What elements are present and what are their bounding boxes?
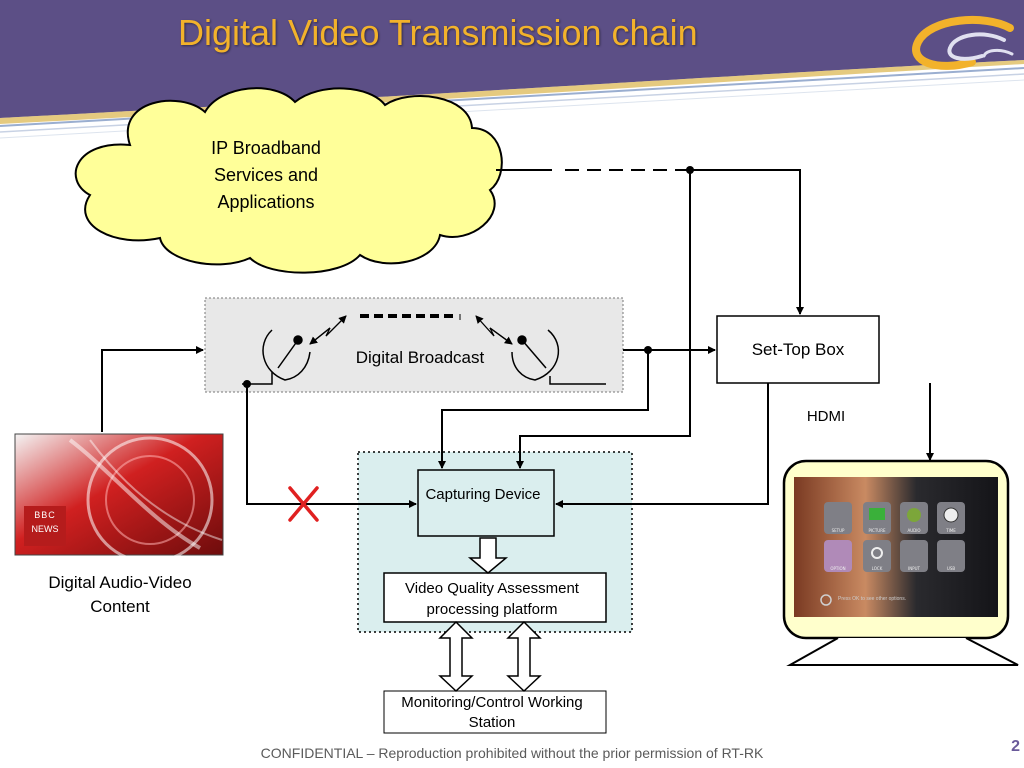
tv-menu-item: LOCK (871, 566, 883, 571)
tv-hint-text: Press OK to see other options. (838, 596, 907, 602)
news-logo: BBC NEWS (24, 506, 66, 546)
tv-menu-item: OPTION (830, 566, 846, 571)
tv-menu-item: SETUP (831, 528, 845, 533)
vqa-platform-label: Video Quality Assessment processing plat… (405, 580, 579, 618)
set-top-box-label: Set-Top Box (751, 340, 845, 359)
hdmi-label: HDMI (806, 408, 846, 425)
tv-menu-item: PICTURE (868, 528, 886, 533)
receive-dish-icon (511, 329, 606, 385)
slide-title: Digital Video Transmission chain (178, 12, 698, 53)
set-top-box (716, 315, 880, 384)
tv-icon (782, 459, 1019, 666)
company-logo (912, 15, 1014, 70)
tv-menu-item: TIME (946, 528, 956, 533)
signal-bolt-icon (309, 315, 513, 345)
page-number: 2 (1011, 738, 1020, 755)
ip-broadband-cloud (74, 87, 503, 274)
blocked-path-icon (288, 486, 319, 522)
junction-dots (243, 166, 694, 388)
confidential-footer: CONFIDENTIAL – Reproduction prohibited w… (260, 745, 764, 761)
connector-lines (101, 169, 934, 508)
news-logo-top: BBC (34, 510, 56, 520)
tv-menu-grid (820, 502, 965, 606)
monitoring-station-box (383, 690, 607, 734)
tv-menu-item: AUDIO (907, 528, 921, 533)
monitoring-station-label: Monitoring/Control Working Station (401, 694, 583, 731)
digital-broadcast-box (204, 297, 624, 393)
vqa-platform-box (383, 572, 607, 623)
tv-menu-item: USB (946, 566, 956, 571)
tv-menu-item: INPUT (908, 566, 920, 571)
capturing-device-box (417, 469, 555, 537)
vqa-monitor-link-right (506, 620, 542, 693)
ip-broadband-label: IP Broadband Services and Applications (211, 138, 321, 212)
news-logo-bottom: NEWS (31, 524, 59, 534)
digital-broadcast-label: Digital Broadcast (355, 348, 485, 367)
vqa-monitor-link-left (438, 620, 474, 693)
transmit-dish-icon (242, 329, 311, 385)
capture-to-vqa-arrow (467, 537, 509, 574)
av-content-label: Digital Audio-Video Content (48, 573, 192, 616)
capturing-device-label: Capturing Device (425, 486, 541, 503)
